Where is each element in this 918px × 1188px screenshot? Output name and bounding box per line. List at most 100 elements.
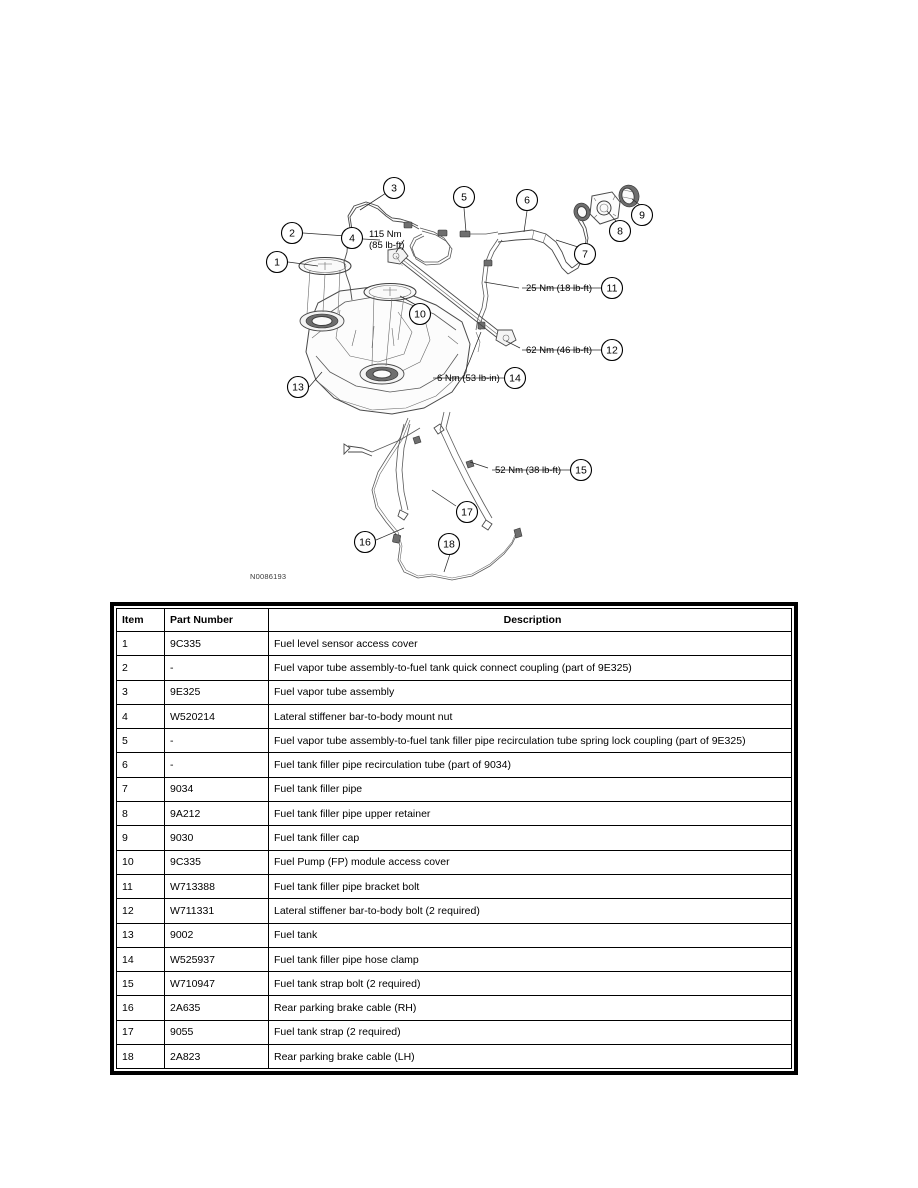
- callout-number: 3: [391, 183, 397, 195]
- cell-item: 7: [116, 776, 165, 803]
- cell-description: Fuel tank filler pipe recirculation tube…: [268, 752, 792, 778]
- callout-number: 17: [461, 507, 473, 519]
- fuel-tank-body: [305, 286, 471, 415]
- callout-number: 15: [575, 465, 587, 477]
- cell-part-number: 9055: [164, 1019, 269, 1046]
- callout-circle: [515, 188, 539, 212]
- callout-circle: [340, 226, 364, 250]
- cell-description: Fuel tank filler cap: [268, 825, 792, 851]
- callout-circle: [608, 219, 632, 243]
- callout-15: 15: [569, 458, 593, 482]
- column-header-part-number: Part Number: [164, 608, 269, 632]
- callout-circle: [455, 500, 479, 524]
- cell-part-number: 9C335: [164, 630, 269, 657]
- cell-item: 16: [116, 995, 165, 1021]
- table-header: Item Part Number Description: [116, 608, 792, 632]
- callout-number: 12: [606, 345, 618, 357]
- cell-item: 13: [116, 922, 165, 948]
- callout-circle: [437, 532, 461, 556]
- callout-circle: [382, 176, 406, 200]
- callout-5: 5: [452, 185, 476, 209]
- fuel-pump-module-access-cover: [359, 283, 417, 385]
- callout-16: 16: [353, 530, 377, 554]
- cell-description: Lateral stiffener bar-to-body mount nut: [268, 703, 792, 730]
- cell-description: Rear parking brake cable (LH): [268, 1044, 792, 1070]
- cell-part-number: W525937: [164, 946, 269, 973]
- callout-number: 10: [414, 309, 426, 321]
- cell-item: 6: [116, 752, 165, 778]
- callout-circle: [503, 366, 527, 390]
- cell-part-number: 9A212: [164, 801, 269, 827]
- figure-id-code: N0086193: [250, 572, 287, 581]
- cell-item: 18: [116, 1044, 165, 1070]
- callout-number: 14: [509, 373, 521, 385]
- cell-part-number: W520214: [164, 703, 269, 730]
- callout-circle: [569, 458, 593, 482]
- callout-14: 14: [503, 366, 527, 390]
- callout-number: 2: [289, 228, 295, 240]
- callout-circle: [265, 250, 289, 274]
- callout-number: 6: [524, 195, 530, 207]
- fuel-level-sensor-access-cover: [298, 257, 352, 332]
- callout-17: 17: [455, 500, 479, 524]
- table-header-row: Item Part Number Description: [116, 608, 792, 632]
- cell-description: Fuel tank: [268, 922, 792, 948]
- callout-number: 5: [461, 192, 467, 204]
- cell-part-number: W710947: [164, 971, 269, 997]
- callout-circle: [408, 302, 432, 326]
- callout-13: 13: [286, 375, 310, 399]
- callout-10: 10: [408, 302, 432, 326]
- callout-circle: [630, 203, 654, 227]
- callout-3: 3: [382, 176, 406, 200]
- callout-number: 9: [639, 210, 645, 222]
- cell-item: 1: [116, 630, 165, 657]
- callout-number: 8: [617, 226, 623, 238]
- callout-circle: [286, 375, 310, 399]
- torque-12-label: 62 Nm (46 lb-ft): [526, 345, 592, 356]
- column-header-description: Description: [268, 608, 792, 632]
- cell-description: Rear parking brake cable (RH): [268, 995, 792, 1021]
- cell-description: Fuel tank filler pipe bracket bolt: [268, 873, 792, 900]
- cell-description: Lateral stiffener bar-to-body bolt (2 re…: [268, 898, 792, 924]
- cell-part-number: 2A635: [164, 995, 269, 1021]
- callout-number: 16: [359, 537, 371, 549]
- table-row: 6-Fuel tank filler pipe recirculation tu…: [116, 752, 792, 778]
- torque-14-label: 6 Nm (53 lb-in): [437, 373, 500, 384]
- callout-number: 13: [292, 382, 304, 394]
- callout-6: 6: [515, 188, 539, 212]
- cell-item: 2: [116, 655, 165, 681]
- callout-11: 11: [600, 276, 624, 300]
- cell-item: 10: [116, 849, 165, 875]
- rear-parking-brake-cables: [343, 417, 523, 581]
- callout-number: 1: [274, 257, 280, 269]
- lateral-stiffener-bar: [387, 247, 517, 347]
- cell-part-number: W711331: [164, 898, 269, 924]
- callout-12: 12: [600, 338, 624, 362]
- cell-part-number: 9E325: [164, 679, 269, 705]
- leader-lines: [287, 192, 641, 573]
- callout-2: 2: [280, 221, 304, 245]
- callout-18: 18: [437, 532, 461, 556]
- callout-4: 4: [340, 226, 364, 250]
- cell-description: Fuel Pump (FP) module access cover: [268, 849, 792, 875]
- cell-description: Fuel tank strap (2 required): [268, 1019, 792, 1046]
- torque-11-label: 25 Nm (18 lb-ft): [526, 283, 592, 294]
- cell-part-number: -: [164, 655, 269, 681]
- cell-description: Fuel vapor tube assembly: [268, 679, 792, 705]
- callout-circle: [600, 338, 624, 362]
- cell-part-number: W713388: [164, 873, 269, 900]
- cell-item: 3: [116, 679, 165, 705]
- cell-description: Fuel level sensor access cover: [268, 630, 792, 657]
